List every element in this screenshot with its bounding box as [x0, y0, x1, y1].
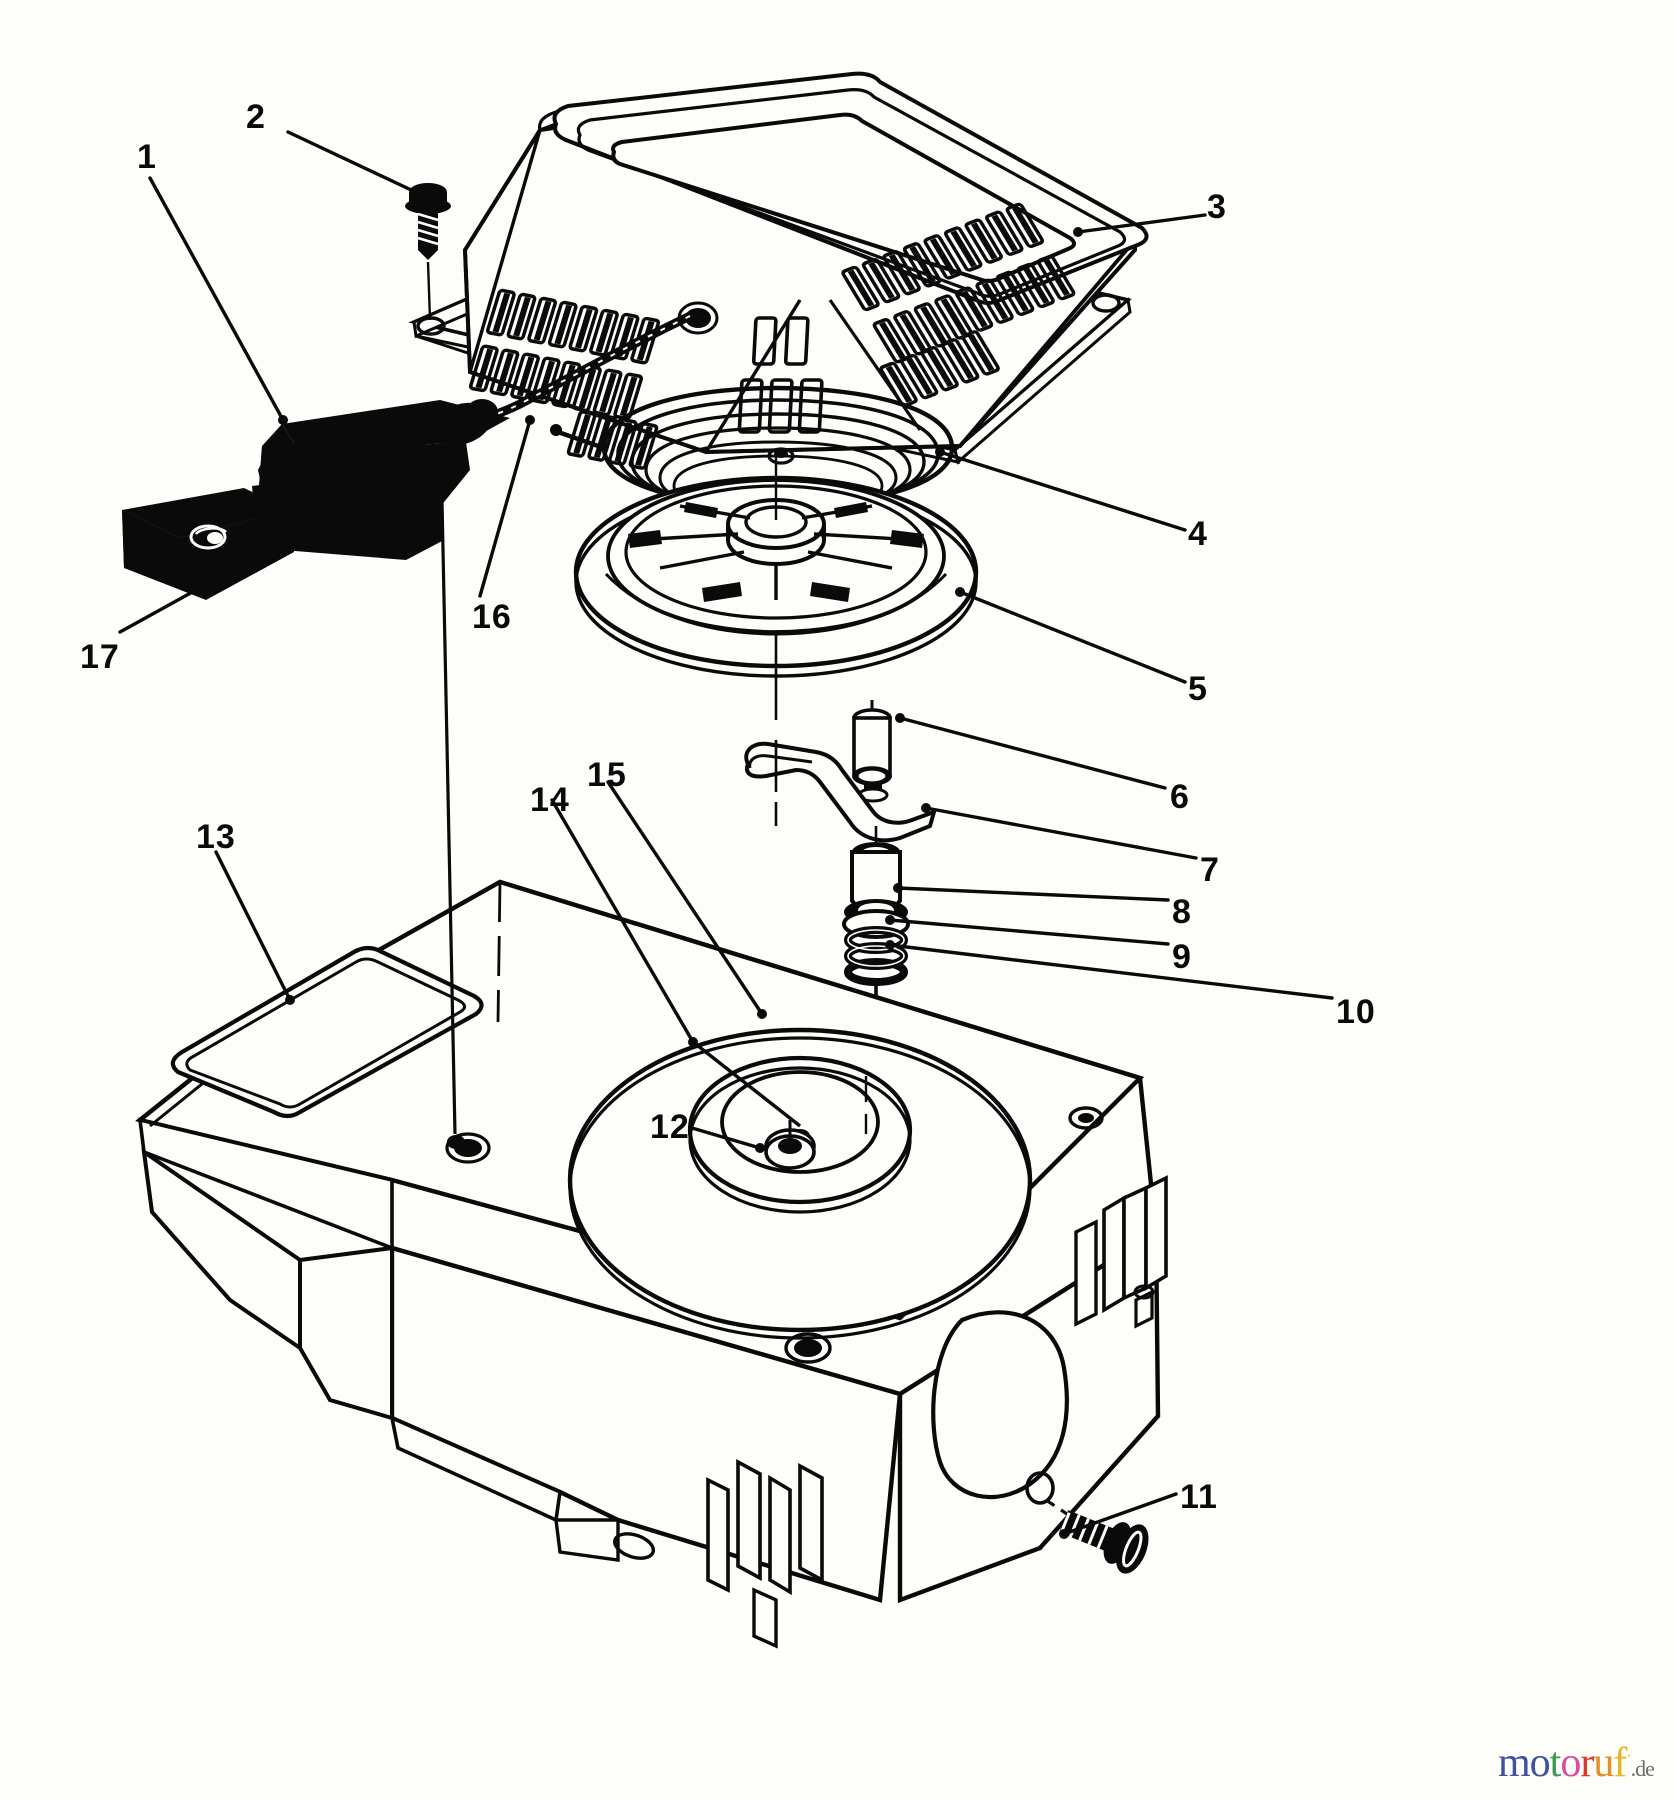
watermark-letter-o: o	[1560, 1740, 1581, 1786]
leader-dot-8	[893, 883, 903, 893]
watermark-letter-m: m	[1498, 1740, 1531, 1786]
leader-dot-9	[885, 915, 895, 925]
leader-line-7	[924, 806, 1198, 860]
leader-line-11	[1062, 1492, 1178, 1536]
callout-4: 4	[1188, 515, 1208, 553]
part-12-flywheel-nut	[764, 1120, 816, 1170]
callout-9: 9	[1172, 938, 1192, 976]
callout-3: 3	[1207, 188, 1227, 226]
callout-leader-lines	[118, 130, 1334, 1536]
watermark-letter-f: f	[1613, 1740, 1627, 1786]
callout-14: 14	[530, 781, 570, 819]
callout-16: 16	[472, 598, 512, 636]
leader-dot-3	[1073, 227, 1083, 237]
leader-line-9	[888, 918, 1170, 946]
watermark-letter-u: u	[1593, 1740, 1614, 1786]
part-11-screw-lower	[1059, 1510, 1149, 1574]
leader-line-14	[550, 798, 695, 1044]
part-3-starter-housing-cover	[408, 71, 1149, 471]
part-2-screw-upper	[405, 183, 451, 321]
leader-dot-6	[895, 713, 905, 723]
leader-line-13	[214, 850, 292, 1002]
leader-line-1	[148, 176, 285, 422]
callout-8: 8	[1172, 893, 1192, 931]
callout-7: 7	[1200, 851, 1220, 889]
leader-line-16	[478, 418, 532, 598]
callout-2: 2	[246, 98, 266, 136]
part-17-rope-insert-block	[122, 488, 294, 600]
callout-13: 13	[196, 818, 236, 856]
leader-dot-2	[419, 191, 429, 201]
leader-line-3	[1076, 213, 1207, 234]
leader-line-8	[896, 886, 1170, 902]
callout-17: 17	[80, 638, 120, 676]
callout-6: 6	[1170, 778, 1190, 816]
part-7-pawl-brake-plate	[744, 634, 937, 843]
assembly-centre-axis	[496, 452, 868, 1134]
callout-leader-dots	[191, 191, 1083, 1539]
callout-11: 11	[1180, 1478, 1218, 1516]
leader-dot-12	[755, 1143, 765, 1153]
part-16-rope-run-leader	[439, 451, 465, 1149]
motoruf-watermark: motoruf·.de	[1498, 1740, 1655, 1786]
part-13-blower-housing-shroud	[135, 879, 1168, 1649]
watermark-letters: motoruf	[1498, 1740, 1627, 1786]
watermark-letter-o: o	[1529, 1740, 1551, 1786]
parts-8-9-10-retainer-stack	[842, 826, 910, 1000]
leader-dot-15	[757, 1009, 767, 1019]
leader-dot-5	[955, 587, 965, 597]
leader-line-10	[888, 943, 1334, 1000]
watermark-letter-t: t	[1549, 1740, 1562, 1786]
callout-5: 5	[1188, 670, 1208, 708]
leader-line-12	[690, 1126, 762, 1150]
leader-line-15	[606, 780, 764, 1016]
leader-line-17	[118, 588, 198, 634]
leader-dot-1	[278, 415, 288, 425]
leader-dot-11	[1059, 1529, 1069, 1539]
watermark-suffix: .de	[1630, 1756, 1655, 1781]
watermark-dot: ·	[1626, 1748, 1631, 1765]
leader-dot-10	[885, 940, 895, 950]
callout-15: 15	[587, 756, 627, 794]
watermark-letter-r: r	[1580, 1740, 1594, 1786]
callout-10: 10	[1336, 993, 1376, 1031]
leader-line-6	[898, 716, 1167, 790]
leader-dot-13	[285, 995, 295, 1005]
part-1-starter-handle	[252, 399, 510, 560]
leader-line-4	[938, 450, 1187, 532]
callout-1: 1	[137, 138, 157, 176]
leader-dot-14	[688, 1037, 698, 1047]
part-14-flywheel-reference	[691, 1040, 802, 1128]
leader-dot-7	[921, 803, 931, 813]
callout-12: 12	[650, 1108, 690, 1146]
part-6-pawl-pin	[852, 700, 892, 803]
leader-dot-16	[525, 415, 535, 425]
leader-dot-4	[935, 447, 945, 457]
leader-dot-17	[191, 585, 201, 595]
leader-line-2	[286, 130, 426, 198]
leader-line-5	[958, 590, 1187, 684]
